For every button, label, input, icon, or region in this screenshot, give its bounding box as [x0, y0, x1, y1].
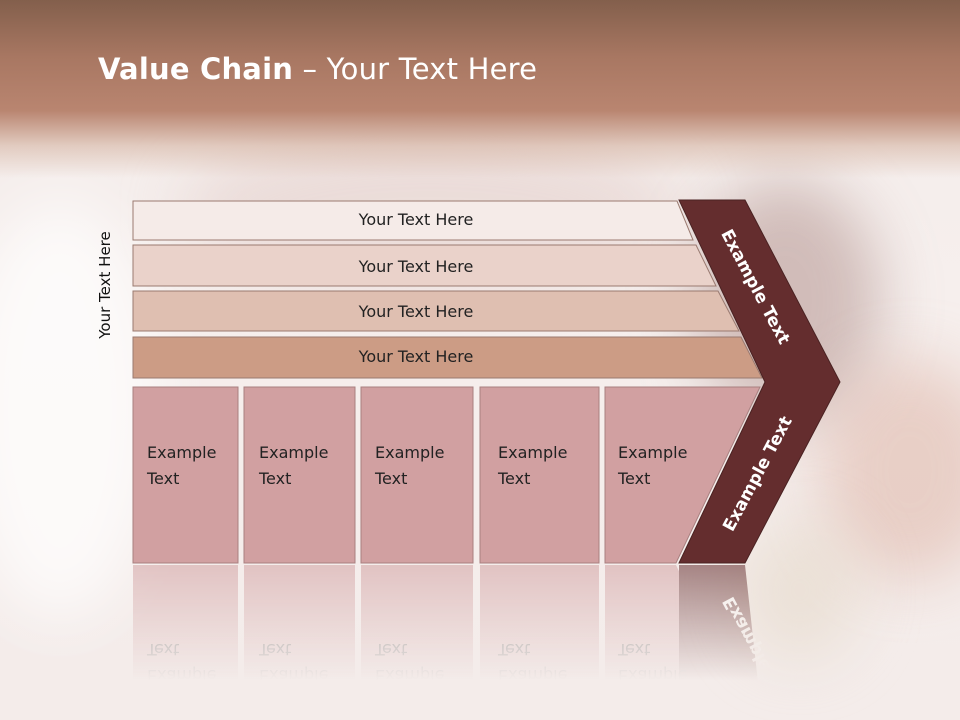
reflection-box-3 — [361, 565, 473, 720]
reflection-box-3-line1: Example — [375, 666, 444, 685]
title-banner: Value Chain – Your Text Here — [0, 0, 960, 178]
bar-4[interactable] — [132, 336, 763, 379]
box-5-line1: Example — [618, 443, 687, 462]
bar-1[interactable] — [132, 200, 694, 241]
boxes-group: Example Text Example Text Example Text E… — [132, 386, 761, 564]
activity-box-5[interactable] — [604, 386, 761, 564]
box-4-line2: Text — [497, 469, 530, 488]
bar-3-label: Your Text Here — [358, 302, 474, 321]
box-1-line1: Example — [147, 443, 216, 462]
title-bold: Value Chain — [98, 52, 294, 86]
reflection-box-3-line2: Text — [374, 640, 407, 659]
bars-group: Your Text Here Your Text Here Your Text … — [132, 200, 763, 379]
bar-1-label: Your Text Here — [358, 210, 474, 229]
reflection-box-1-line2: Text — [146, 640, 179, 659]
activity-box-2[interactable] — [243, 386, 356, 564]
reflection-chevron — [679, 565, 763, 720]
reflection-box-1 — [133, 565, 238, 720]
bar-3[interactable] — [132, 290, 740, 332]
bar-4-label: Your Text Here — [358, 347, 474, 366]
margin-chevron: Example Text Example Text — [678, 199, 841, 564]
box-3-line1: Example — [375, 443, 444, 462]
slide-title[interactable]: Value Chain – Your Text Here — [98, 52, 537, 86]
reflection-box-4-line1: Example — [498, 666, 567, 685]
reflection-box-5-line1: Example — [618, 666, 687, 685]
reflection-box-2-line1: Example — [259, 666, 328, 685]
activity-box-3[interactable] — [360, 386, 474, 564]
background-shell — [740, 520, 860, 660]
bar-2-label: Your Text Here — [358, 257, 474, 276]
chevron-shape[interactable] — [678, 199, 841, 564]
reflection-box-5-line2: Text — [617, 640, 650, 659]
box-2-line2: Text — [258, 469, 291, 488]
activity-box-4[interactable] — [479, 386, 600, 564]
reflection-box-1-line1: Example — [147, 666, 216, 685]
box-5-line2: Text — [617, 469, 650, 488]
reflection-box-4-line2: Text — [497, 640, 530, 659]
box-3-line2: Text — [374, 469, 407, 488]
title-rest: – Your Text Here — [293, 52, 538, 86]
activity-box-1[interactable] — [132, 386, 239, 564]
reflection-box-4 — [480, 565, 599, 720]
box-4-line1: Example — [498, 443, 567, 462]
diagram-reflection: Example Text Example Text Example Text E… — [133, 565, 797, 720]
box-2-line1: Example — [259, 443, 328, 462]
box-1-line2: Text — [146, 469, 179, 488]
reflection-box-2 — [244, 565, 355, 720]
bar-2[interactable] — [132, 244, 717, 287]
reflection-box-2-line2: Text — [258, 640, 291, 659]
background-hand — [820, 360, 960, 580]
